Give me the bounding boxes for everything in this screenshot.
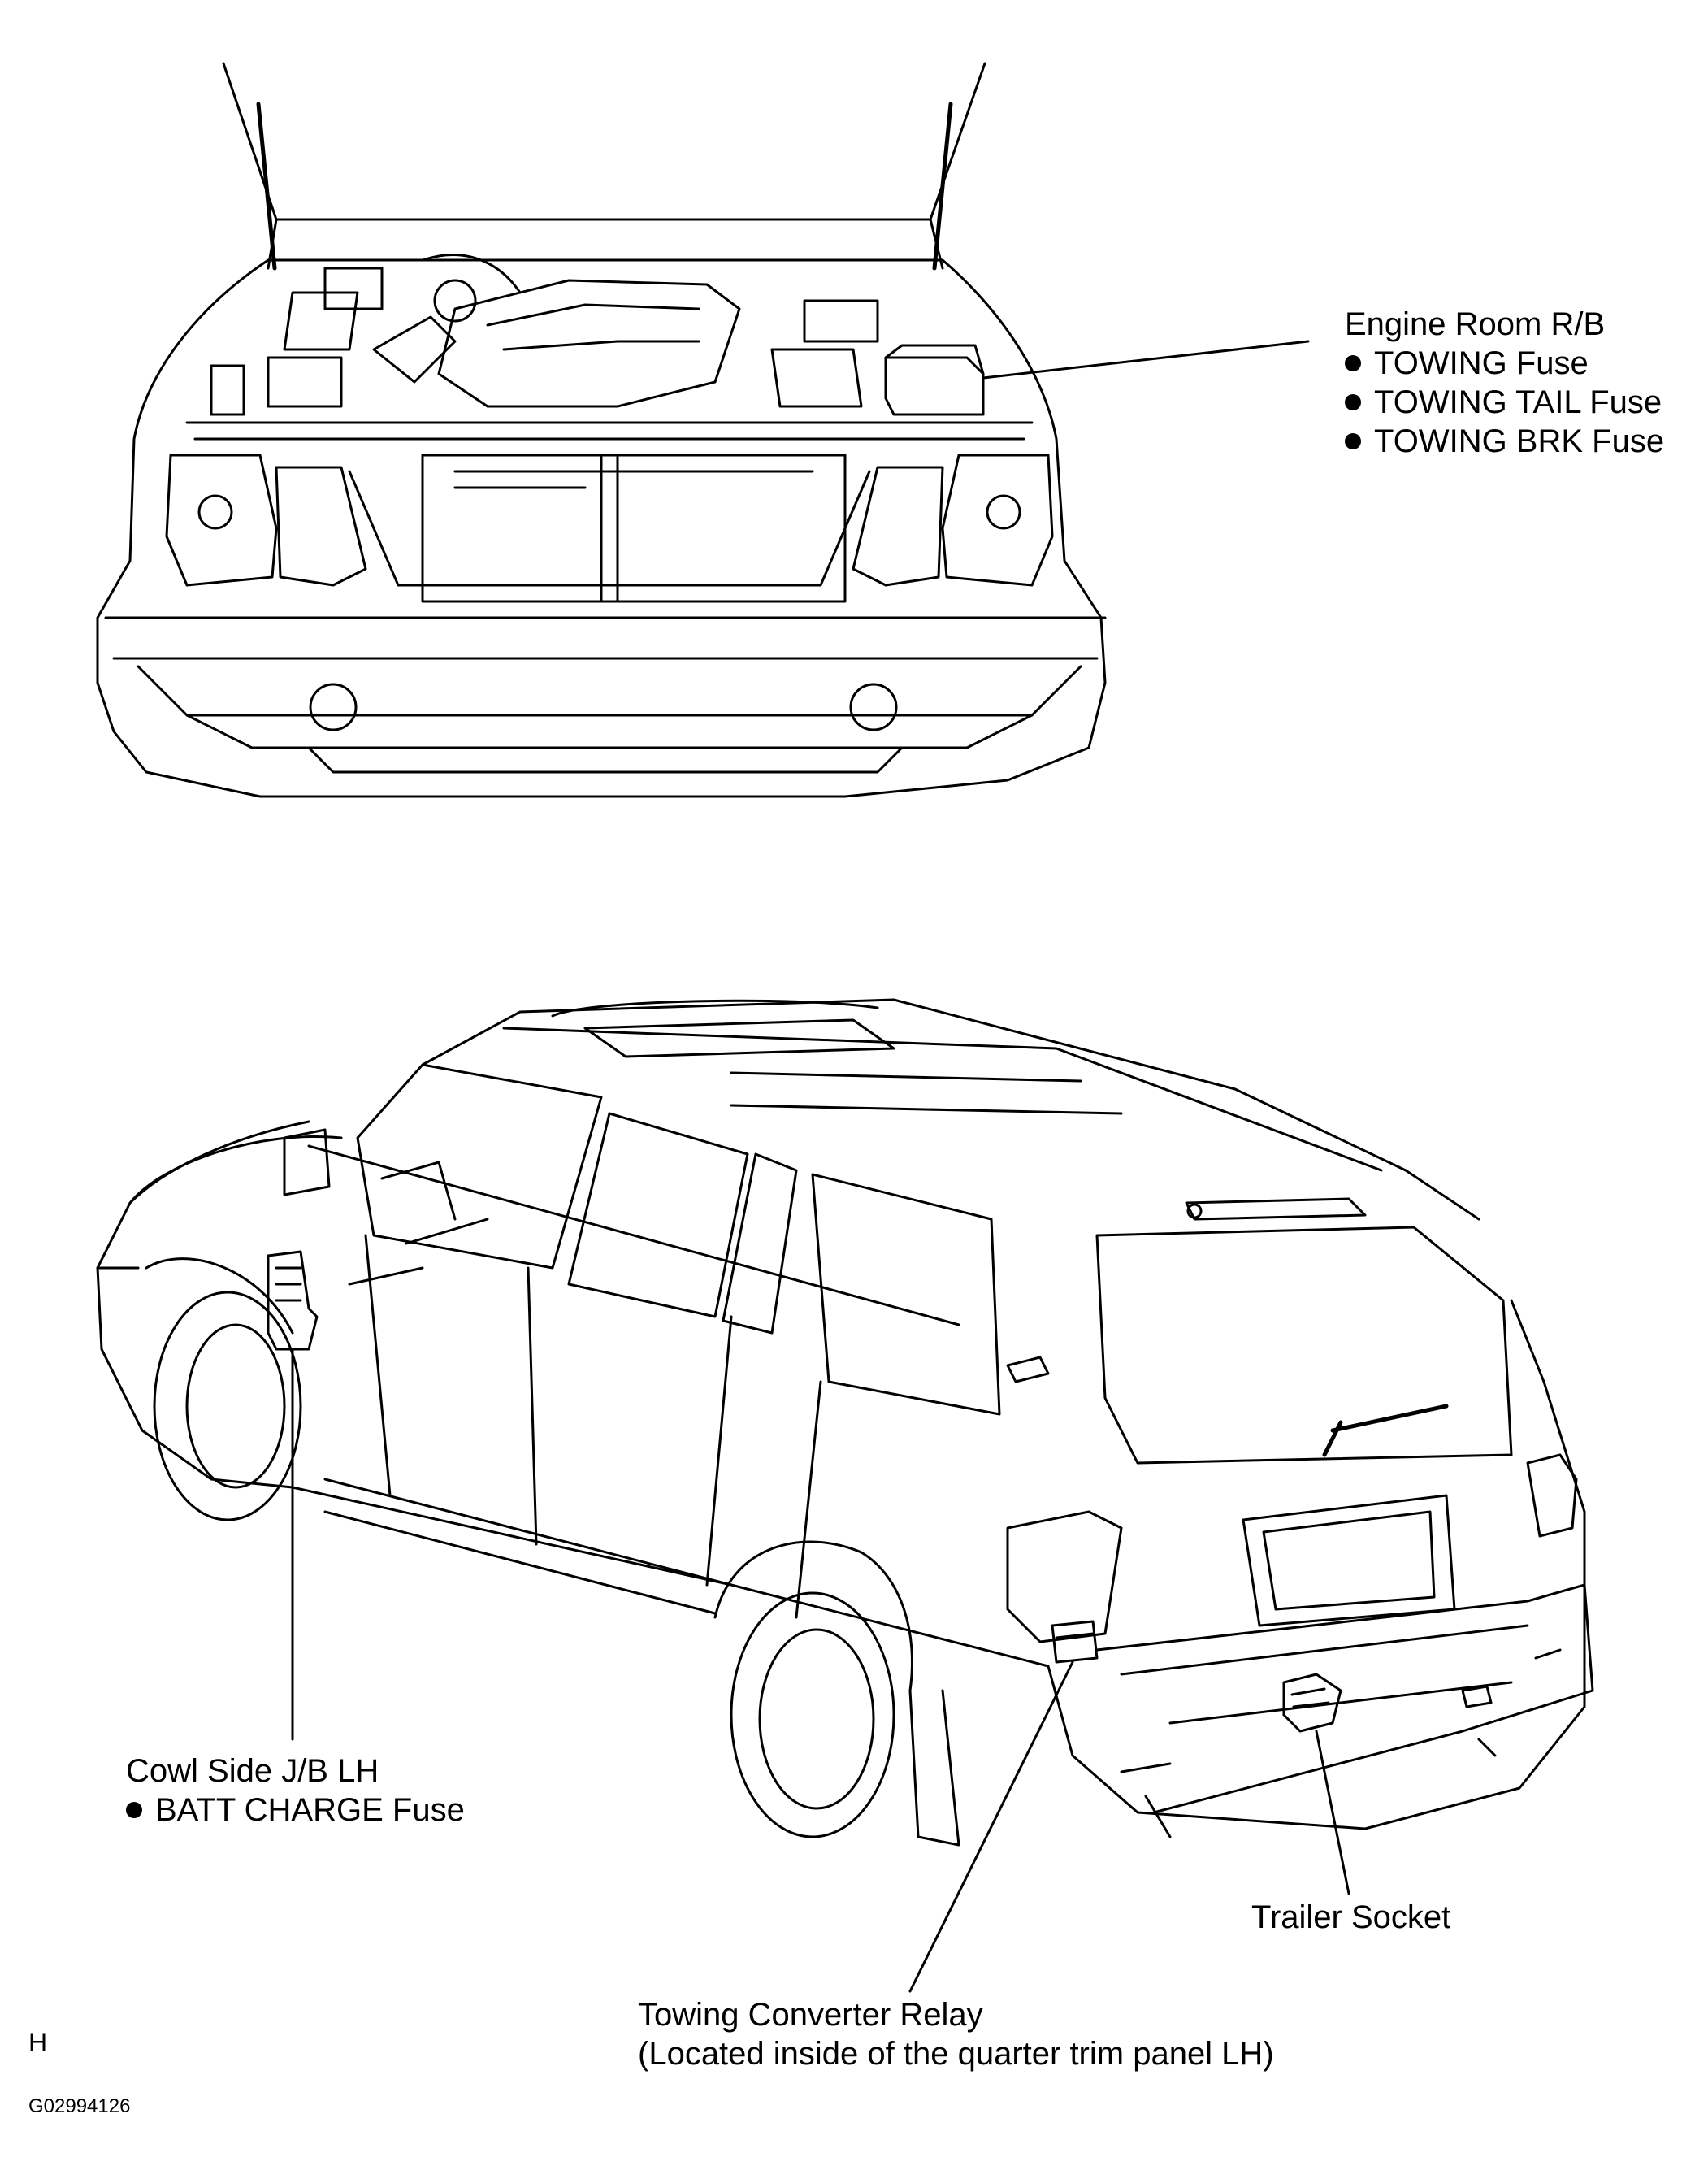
rear-door-window bbox=[567, 1112, 749, 1318]
rear-window bbox=[1095, 1226, 1513, 1465]
sunroof bbox=[583, 1018, 895, 1058]
roof bbox=[421, 998, 1480, 1221]
cowl-side-junction-block bbox=[267, 1250, 319, 1351]
cowl-side-title: Cowl Side J/B LH bbox=[126, 1753, 379, 1789]
quarter-window bbox=[811, 1173, 1001, 1416]
hood-strut-right bbox=[932, 102, 953, 271]
side-mirror bbox=[283, 1128, 331, 1196]
engine-room-item: TOWING BRK Fuse bbox=[1345, 422, 1664, 461]
leader-towing-relay bbox=[908, 1660, 1074, 1993]
front-bumper bbox=[104, 616, 1107, 660]
cowl-side-callout: Cowl Side J/B LH BATT CHARGE Fuse bbox=[126, 1751, 465, 1830]
tail-light-right bbox=[1526, 1453, 1578, 1538]
bullet-icon bbox=[1345, 394, 1361, 410]
engine-room-item: TOWING TAIL Fuse bbox=[1345, 383, 1664, 422]
headlight-left bbox=[165, 454, 278, 587]
trailer-socket-callout: Trailer Socket bbox=[1251, 1899, 1451, 1935]
bullet-icon bbox=[1345, 355, 1361, 371]
rear-bumper bbox=[1095, 1583, 1594, 1814]
corner-letter: H bbox=[28, 2028, 48, 2057]
leader-engine-room bbox=[982, 340, 1310, 380]
towing-relay-callout: Towing Converter Relay (Located inside o… bbox=[638, 1995, 1274, 2073]
front-wheel bbox=[153, 1291, 302, 1521]
bullet-icon bbox=[1345, 433, 1361, 449]
towing-relay-line2: (Located inside of the quarter trim pane… bbox=[638, 2036, 1274, 2072]
figure-code: G02994126 bbox=[28, 2095, 131, 2117]
rear-wheel bbox=[730, 1591, 895, 1838]
engine-room-relay-block bbox=[884, 356, 985, 416]
fog-lamp-right bbox=[849, 683, 898, 731]
engine-room-item: TOWING Fuse bbox=[1345, 344, 1664, 383]
hood bbox=[222, 62, 986, 221]
front-view-vehicle bbox=[96, 62, 1107, 798]
radiator bbox=[421, 454, 847, 603]
fog-lamp-left bbox=[309, 683, 358, 731]
leader-trailer-socket bbox=[1315, 1730, 1350, 1895]
engine-room-callout: Engine Room R/B TOWING Fuse TOWING TAIL … bbox=[1345, 305, 1664, 461]
hood-strut-left bbox=[256, 102, 277, 271]
rear-wiper bbox=[1322, 1404, 1449, 1457]
towing-relay-line1: Towing Converter Relay bbox=[638, 1997, 983, 2033]
engine-cover bbox=[437, 279, 741, 408]
engine-room-title: Engine Room R/B bbox=[1345, 306, 1606, 342]
towing-converter-relay-unit bbox=[1051, 1620, 1099, 1664]
tail-light-left bbox=[1006, 1510, 1123, 1643]
trailer-socket-unit bbox=[1282, 1673, 1342, 1733]
grille-frame bbox=[348, 470, 871, 587]
rear-view-vehicle bbox=[96, 998, 1594, 1847]
bullet-icon bbox=[126, 1802, 142, 1818]
cowl-side-item: BATT CHARGE Fuse bbox=[126, 1791, 465, 1830]
front-body-outline bbox=[96, 258, 1107, 798]
headlight-right bbox=[941, 454, 1054, 587]
